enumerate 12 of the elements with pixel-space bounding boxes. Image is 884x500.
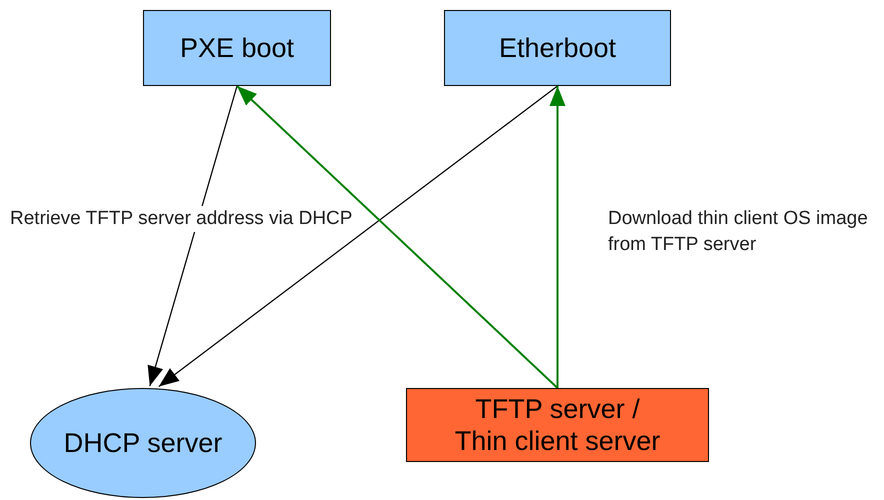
arrow	[550, 86, 566, 388]
arrow	[236, 85, 558, 389]
node-label: DHCP server	[64, 427, 222, 459]
arrow	[158, 86, 558, 388]
node-label: TFTP server / Thin client server	[454, 393, 662, 457]
arrow	[148, 86, 238, 386]
process-box	[143, 10, 331, 86]
process-box	[406, 388, 709, 462]
node-label: Etherboot	[498, 32, 616, 64]
node-label: PXE boot	[180, 32, 294, 64]
annotation-text: Retrieve TFTP server address via DHCP	[10, 206, 352, 232]
process-box	[444, 10, 671, 86]
